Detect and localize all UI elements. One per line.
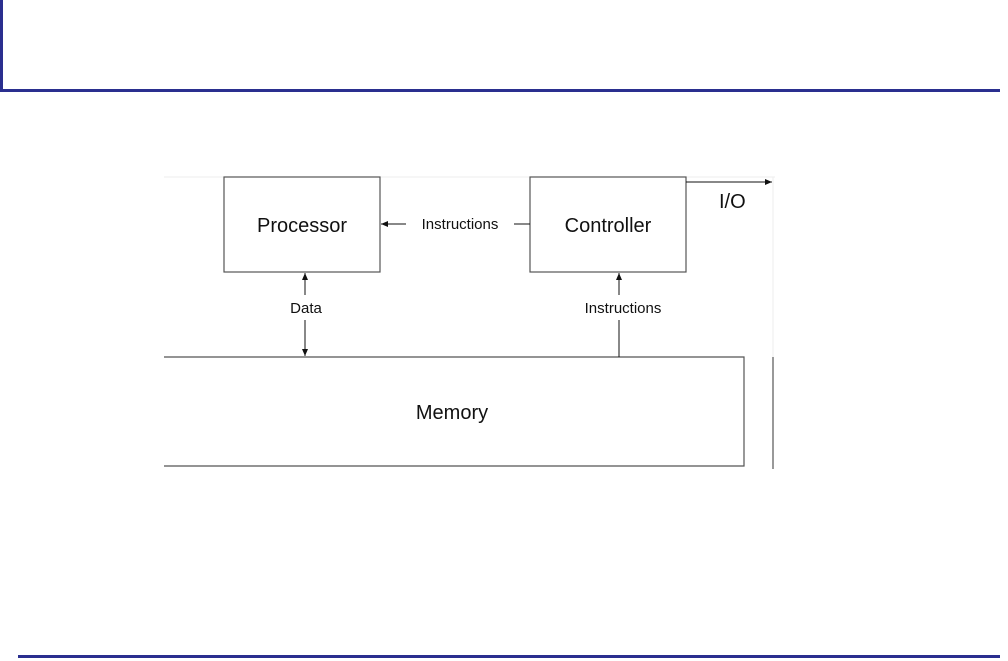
processor-node: Processor — [223, 176, 381, 273]
processor-label: Processor — [257, 215, 347, 237]
slide-bottom-rule — [18, 655, 1000, 658]
edge-memory-to-controller-label: Instructions — [585, 300, 662, 317]
edge-controller-to-processor-label: Instructions — [422, 216, 499, 233]
controller-box — [529, 176, 687, 273]
slide-title-bar — [0, 0, 1000, 92]
memory-box — [164, 356, 745, 467]
edge-memory-to-controller: Instructions — [585, 273, 662, 357]
edge-controller-to-processor: Instructions — [381, 216, 530, 233]
edge-processor-memory-label: Data — [290, 300, 322, 317]
edge-processor-memory: Data — [290, 273, 322, 356]
edge-controller-to-io: I/O — [686, 179, 772, 213]
controller-label: Controller — [565, 215, 652, 237]
processor-box — [223, 176, 381, 273]
memory-node: Memory — [164, 356, 745, 467]
controller-node: Controller — [529, 176, 687, 273]
memory-label: Memory — [416, 402, 488, 424]
io-label: I/O — [719, 191, 746, 213]
